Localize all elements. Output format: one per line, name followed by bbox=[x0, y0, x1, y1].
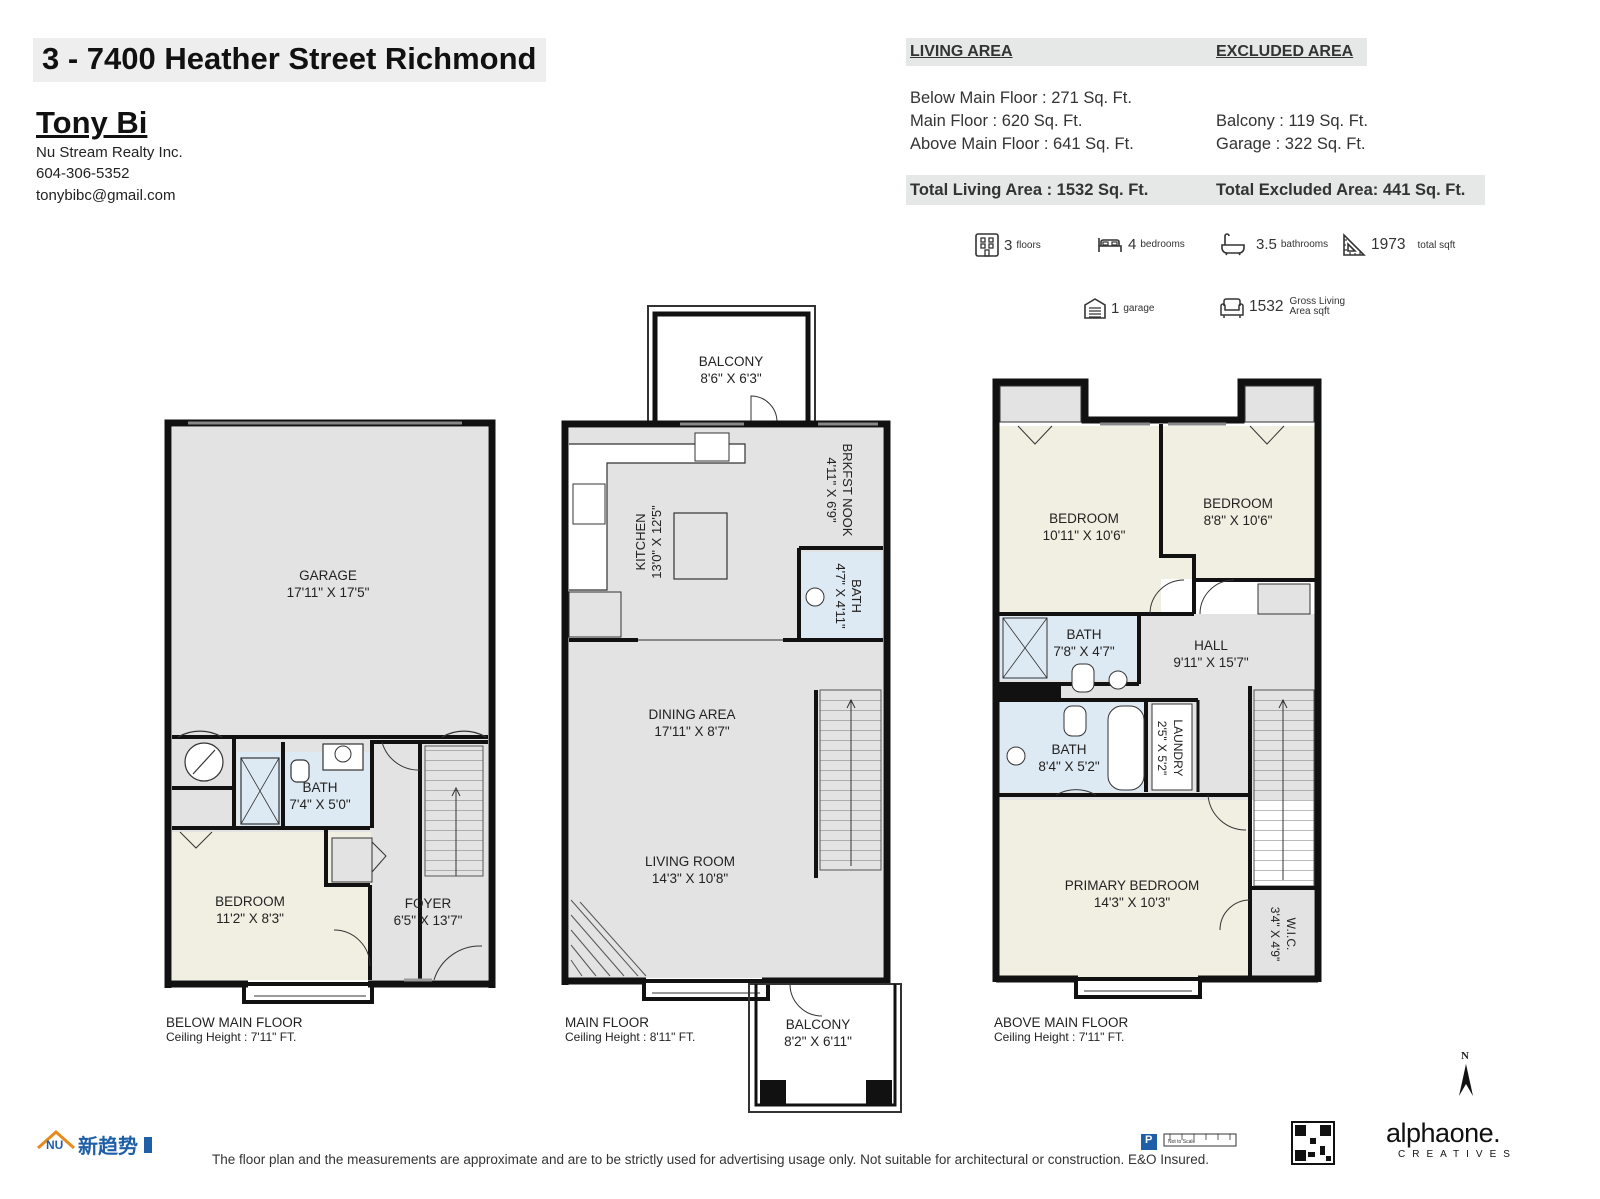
brand-creatives: CREATIVES bbox=[1398, 1149, 1517, 1160]
main-floor-plan bbox=[561, 305, 902, 1113]
scale-note: Not to Scale bbox=[1168, 1139, 1196, 1145]
compass-north-label: N bbox=[1461, 1050, 1469, 1062]
agent-email: tonybibc@gmail.com bbox=[36, 187, 176, 204]
area-line-balcony: Balcony : 119 Sq. Ft. bbox=[1216, 112, 1368, 130]
area-line-below: Below Main Floor : 271 Sq. Ft. bbox=[910, 89, 1132, 107]
floors-icon bbox=[975, 233, 999, 257]
sofa-icon bbox=[1220, 298, 1244, 318]
area-line-garage: Garage : 322 Sq. Ft. bbox=[1216, 135, 1366, 153]
brand-nu-small: NU bbox=[46, 1138, 64, 1152]
area-total-band bbox=[906, 175, 1485, 205]
nu-stream-logo bbox=[37, 1129, 152, 1153]
compass-icon bbox=[1459, 1064, 1473, 1096]
agent-phone: 604-306-5352 bbox=[36, 165, 130, 182]
badge-letter: P bbox=[1145, 1134, 1153, 1146]
below-main-floor-plan bbox=[164, 419, 496, 1004]
planit-badge bbox=[1141, 1133, 1237, 1150]
brand-nu-stream: 新趋势 bbox=[78, 1136, 138, 1158]
above-wic-label: W.I.C.3'4" X 4'9" bbox=[1268, 906, 1298, 962]
ruler-triangle-icon bbox=[1343, 233, 1366, 256]
living-area-header: LIVING AREA bbox=[910, 43, 1013, 60]
above-main-floor-plan bbox=[992, 378, 1322, 999]
agent-name: Tony Bi bbox=[36, 105, 148, 140]
area-header-band bbox=[906, 38, 1367, 66]
agent-company: Nu Stream Realty Inc. bbox=[36, 144, 183, 161]
area-line-above: Above Main Floor : 641 Sq. Ft. bbox=[910, 135, 1134, 153]
brand-alphaone: alphaone. bbox=[1386, 1118, 1501, 1148]
total-excluded-area: Total Excluded Area: 441 Sq. Ft. bbox=[1216, 181, 1466, 199]
garage-icon bbox=[1084, 298, 1106, 319]
area-line-main: Main Floor : 620 Sq. Ft. bbox=[910, 112, 1083, 130]
bathtub-icon bbox=[1221, 233, 1245, 256]
total-living-area: Total Living Area : 1532 Sq. Ft. bbox=[910, 181, 1149, 199]
disclaimer: The floor plan and the measurements are … bbox=[212, 1152, 1210, 1167]
qr-code bbox=[1291, 1121, 1335, 1165]
bed-icon bbox=[1098, 238, 1122, 252]
excluded-area-header: EXCLUDED AREA bbox=[1216, 43, 1354, 60]
page-title: 3 - 7400 Heather Street Richmond bbox=[33, 38, 547, 82]
